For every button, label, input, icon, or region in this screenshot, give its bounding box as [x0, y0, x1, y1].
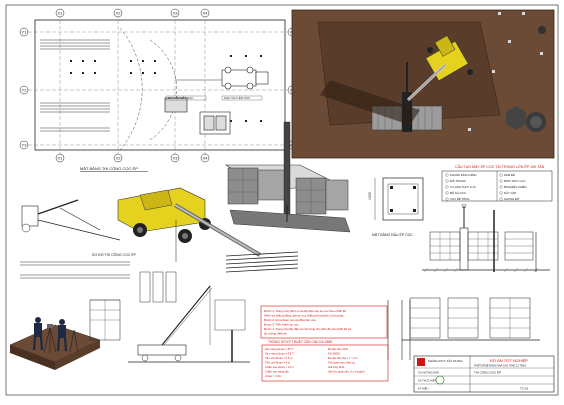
project-title: ĐỒ ÁN TỐT NGHIỆP [490, 358, 528, 363]
grid-bottom-4: X4 [203, 156, 209, 161]
grid-bottom-2: X2 [116, 156, 122, 161]
legend-item-7: BƠM THỦY LỰC [504, 178, 526, 183]
spec-right-1: Độ dài cần chính [328, 347, 349, 351]
spec-title: THÔNG SỐ KỸ THUẬT CẦN CẨU KA-2556 [268, 339, 332, 344]
sheet-number: TC-01 [520, 387, 529, 391]
construction-notes: Bước 1: Dùng máy định vị và lắp đặt máy … [260, 305, 388, 339]
drawing-name: THI CÔNG CỌC ÉP [474, 370, 501, 375]
legend-item-3: XI LANH THỦY LỰC [450, 184, 476, 189]
spec-left-1: Sức nâng Qmax = 25 T [265, 347, 293, 351]
spec-right-6: Vận tốc quay cần: 0,1 vòng/ph [328, 370, 365, 374]
legend-item-9: DÂY CÁP [504, 190, 516, 195]
title-block: KHÁNH DUY XÂY DỰNG ĐỒ ÁN TỐT NGHIỆP THIẾ… [413, 355, 555, 393]
spec-right-2: KS-2561K [328, 352, 340, 356]
note-line-6: đo lường thiết kế [264, 332, 287, 336]
site-rendering [291, 9, 555, 159]
tree-cluster [506, 26, 546, 132]
grid-top-3: X3 [173, 11, 179, 16]
dimension-label: 1000 [368, 192, 372, 200]
legend-item-5: CỌC BÊ TÔNG [450, 196, 470, 201]
grid-top-1: X1 [58, 11, 64, 16]
spec-left-2: Sức nâng Qmax = 4,5 T [265, 352, 294, 356]
grid-top-2: X2 [116, 11, 122, 16]
note-line-5: Bước 4: Dùng cẩu lắp đặt cọc lên lồng ch… [264, 326, 351, 331]
grid-left-1: Y1 [22, 30, 28, 35]
title-row-2: SV THỰC HIỆN [418, 378, 437, 383]
legend-item-2: ĐỐI TRỌNG [450, 178, 466, 183]
spec-right-4: Thời gian thực hiện ca [328, 361, 355, 365]
company-name: KHÁNH DUY XÂY DỰNG [428, 358, 463, 363]
approval-stamp [435, 375, 445, 385]
plan-zone-label-1: BÃI TẬP KẾT CỌC [168, 95, 194, 100]
legend-item-10: KHUNG ĐỠ [504, 196, 520, 201]
legend-item-1: KHUNG DẪN CHÍNH [450, 172, 476, 177]
spec-right-3: Độ dài cần phụ L = 7,3 m [328, 356, 359, 360]
site-crane [406, 35, 473, 102]
grid-bottom-3: X3 [173, 156, 179, 161]
sheet-border [5, 4, 559, 396]
plan-outline [34, 19, 286, 151]
mobile-crane-3d [117, 187, 262, 262]
title-row-3: KÝ HIỆU [418, 386, 429, 391]
note-line-2: Kiểm tra thăng bằng, giá ép cọc thẳng đứ… [264, 313, 344, 318]
crane-side-detail [21, 199, 121, 241]
legend-item-6: DẦM ĐẾ [504, 172, 515, 177]
spec-left-7: Hmax = 4,5m [265, 374, 282, 378]
spec-left-5: Chiều cao Hmax = 14 m [265, 365, 295, 369]
note-line-1: Bước 1: Dùng máy định vị và lắp đặt máy … [264, 308, 346, 313]
crane-spec: THÔNG SỐ KỸ THUẬT CẦN CẨU KA-2556 Sức nâ… [261, 339, 389, 382]
grid-left-2: Y2 [22, 88, 28, 93]
legend-item-4: BỘ GÁ CỌC [450, 190, 466, 195]
plan-caption: MẶT BẰNG THI CÔNG CỌC ÉP [80, 166, 138, 171]
spec-right-5: Giá máy KHS [328, 365, 344, 369]
note-line-3: Bước 2: Đưa đoạn cọc ép đầu tiên vào [264, 318, 316, 322]
legend-title: CẤU TẠO MÁY ÉP CỌC TẢI TRỌNG LỚN ÉP 150 … [455, 164, 545, 169]
title-row-1: GV HƯỚNG DẪN [418, 370, 439, 375]
plan-zone-label-2: KHU VỰC ÉP CỌC [224, 95, 251, 100]
press-elevations [387, 203, 550, 360]
plan-detail-caption: MẶT BẰNG ĐẦU ÉP CỌC [372, 232, 413, 237]
survey-scene [9, 317, 101, 370]
spec-left-3: Tầm với Rmax = 5,5 m [265, 356, 293, 360]
equipment-legend: CẤU TẠO MÁY ÉP CỌC TẢI TRỌNG LỚN ÉP 150 … [441, 164, 553, 202]
note-line-4: Bước 3: Tiến hành ép cọc [264, 323, 299, 327]
company-logo [417, 358, 425, 366]
project-subtitle: THIẾT KẾ BỆ MÓNG NHÀ CAO TẦNG 12 TẦNG [474, 365, 526, 368]
site-plan: X1 X2 X3 X4 X1 X2 X3 X4 Y1 Y2 Y3 Y1 [19, 8, 297, 172]
legend-item-8: BÀN ĐIỀU KHIỂN [504, 184, 527, 189]
crane-elevation [89, 285, 250, 363]
pile-head-plan: 1000 MẶT BẰNG ĐẦU ÉP CỌC [368, 177, 424, 237]
perspective-view: SƠ ĐỒ THI CÔNG CỌC ÉP [20, 121, 351, 303]
grid-left-3: Y3 [22, 143, 28, 148]
grid-bottom-1: X1 [58, 156, 64, 161]
perspective-caption: SƠ ĐỒ THI CÔNG CỌC ÉP [92, 252, 137, 257]
grid-top-4: X4 [203, 11, 209, 16]
spec-left-6: Chiều cao nâng cần [265, 370, 289, 374]
spec-left-4: Tầm với Rmax = 9 m [265, 361, 291, 365]
